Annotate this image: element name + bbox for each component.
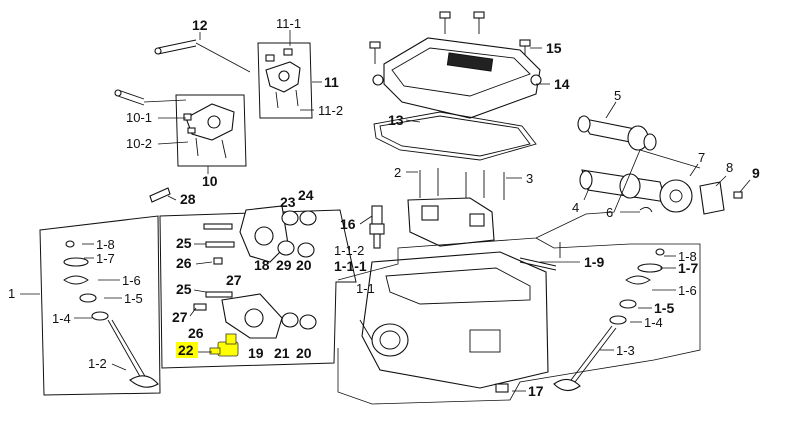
label-6: 6: [606, 205, 613, 220]
rocker-arm-10: [183, 103, 235, 159]
label-1-1-1: 1-1-1: [334, 258, 367, 274]
label-21: 21: [274, 345, 290, 361]
label-14: 14: [554, 76, 570, 92]
label-26-lower: 26: [188, 325, 204, 341]
label-15: 15: [546, 40, 562, 56]
label-right-1-8: 1-8: [678, 249, 697, 264]
rocker-arm-11: [265, 48, 301, 109]
rocker-11-box: [257, 42, 313, 119]
cam-clip: [639, 207, 653, 213]
label-left-1-8: 1-8: [96, 237, 115, 252]
thermostat-box: [159, 209, 357, 369]
label-11-1: 11-1: [276, 16, 301, 31]
right-valve-spring: [609, 248, 665, 325]
left-valve: [107, 319, 159, 388]
label-11-2: 11-2: [318, 103, 343, 118]
right-valve: [553, 325, 617, 392]
label-right-1-4: 1-4: [644, 315, 663, 330]
cam-chain-guide: [699, 181, 725, 215]
rocker-shaft-lower: [114, 89, 145, 106]
label-22: 22: [178, 342, 194, 358]
spark-plug: [369, 205, 385, 249]
label-20-lower: 20: [296, 345, 312, 361]
temperature-sensor: [209, 333, 239, 357]
label-26-upper: 26: [176, 255, 192, 271]
label-8: 8: [726, 160, 733, 175]
label-19: 19: [248, 345, 264, 361]
label-left-1-7: 1-7: [96, 251, 115, 266]
head-cover: [372, 37, 542, 119]
label-11: 11: [324, 74, 339, 90]
label-4: 4: [572, 200, 579, 215]
label-22-highlight: 22: [176, 342, 198, 358]
cover-bolts: [369, 11, 531, 64]
label-right-1-6: 1-6: [678, 283, 697, 298]
label-16: 16: [340, 216, 356, 232]
label-1-1: 1-1: [356, 281, 375, 296]
label-1-1-2: 1-1-2: [334, 243, 364, 258]
label-3: 3: [526, 171, 533, 186]
label-1: 1: [8, 286, 15, 301]
label-18: 18: [254, 257, 270, 273]
label-25-upper: 25: [176, 235, 192, 251]
label-27-lower: 27: [172, 309, 188, 325]
label-24: 24: [298, 187, 314, 203]
head-bolts-right: [519, 242, 561, 271]
cover-gasket: [373, 111, 537, 161]
label-23: 23: [280, 194, 296, 210]
label-27-upper: 27: [226, 272, 242, 288]
camshaft-holder: [407, 168, 505, 247]
leader-lines: [20, 30, 751, 392]
label-7: 7: [698, 150, 705, 165]
label-10: 10: [202, 173, 218, 189]
label-9: 9: [752, 165, 760, 181]
label-10-1: 10-1: [126, 110, 152, 125]
camshaft-lower: [579, 169, 693, 213]
part-labels: 12 11-1 11 11-2 10-1 10-2 10 15 14 13 5 …: [8, 16, 760, 399]
label-17: 17: [528, 383, 544, 399]
head-cover-group: [369, 11, 542, 161]
label-1-9: 1-9: [584, 254, 604, 270]
label-2: 2: [394, 165, 401, 180]
label-29: 29: [276, 257, 292, 273]
rocker-shaft-upper: [154, 39, 197, 55]
label-28: 28: [180, 191, 196, 207]
label-12: 12: [192, 17, 208, 33]
camshaft-upper: [577, 115, 657, 151]
left-valve-spring: [63, 240, 109, 321]
water-outlet-upper: [203, 205, 317, 265]
label-right-1-7: 1-7: [678, 260, 698, 276]
label-20-upper: 20: [296, 257, 312, 273]
label-left-1-2: 1-2: [88, 356, 107, 371]
label-right-1-5: 1-5: [654, 300, 674, 316]
cam-bolt: [733, 191, 743, 199]
label-left-1-5: 1-5: [124, 291, 143, 306]
left-valve-box: [39, 215, 161, 396]
water-outlet-lower: [193, 291, 317, 339]
dowel-pin: [149, 187, 171, 203]
label-left-1-6: 1-6: [122, 273, 141, 288]
label-10-2: 10-2: [126, 136, 152, 151]
label-13: 13: [388, 112, 404, 128]
label-right-1-3: 1-3: [616, 343, 635, 358]
rocker-arm-group: [114, 32, 313, 167]
label-25-lower: 25: [176, 281, 192, 297]
label-left-1-4: 1-4: [52, 311, 71, 326]
head-outline: [337, 149, 701, 405]
label-5: 5: [614, 88, 621, 103]
cylinder-head: [359, 251, 549, 389]
drain-bolt: [495, 383, 509, 393]
